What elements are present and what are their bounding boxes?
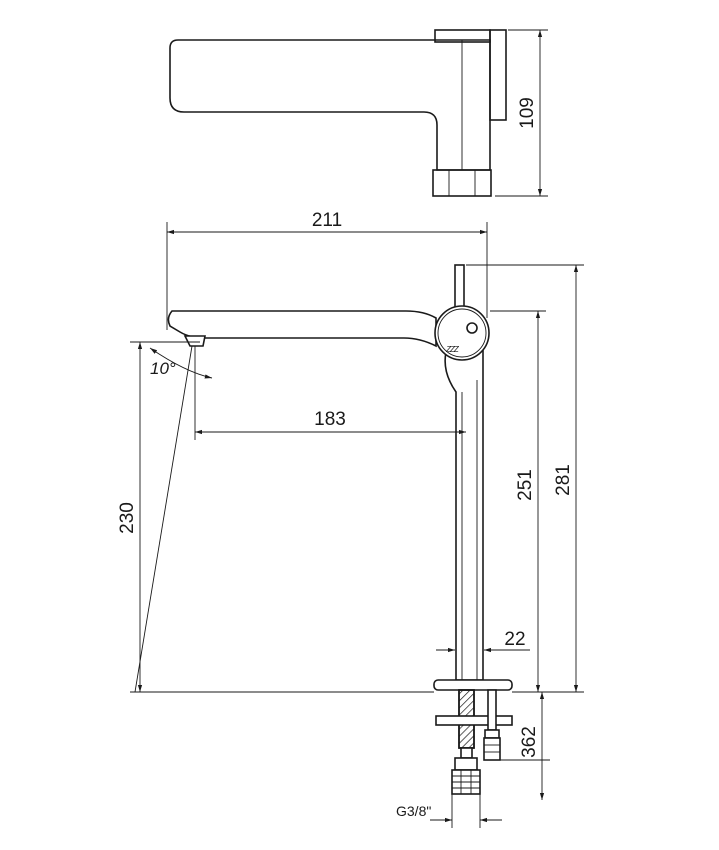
mounting-stud (487, 689, 497, 731)
connector-nut (454, 757, 478, 771)
dimension-label-211: 211 (312, 210, 342, 231)
dimension-label-362: 362 (519, 726, 540, 758)
front-view: 211 ZZZ 10 (117, 210, 584, 828)
angle-arc (149, 347, 213, 379)
logo-mark: ZZZ (445, 345, 460, 354)
mounting-plate (435, 715, 513, 726)
top-view-spout-outline (169, 39, 491, 171)
spout-arm (167, 310, 437, 348)
dimension-label-281: 281 (553, 464, 574, 496)
spout-angle-extension (134, 345, 193, 693)
spout-outlet (183, 335, 206, 347)
dimension-label-109: 109 (517, 97, 538, 129)
dimension-label-251: 251 (515, 469, 536, 501)
top-view: 109 (169, 29, 548, 197)
dimension-label-183: 183 (314, 409, 346, 430)
dimension-label-22: 22 (504, 629, 525, 650)
angle-label: 10° (150, 359, 176, 378)
base-flange (433, 679, 513, 691)
top-view-base-nut (432, 169, 492, 197)
dimension-label-230: 230 (117, 502, 138, 534)
thread-label: G3/8" (396, 803, 431, 819)
top-view-lever (489, 29, 507, 121)
handle-circle (434, 305, 490, 361)
